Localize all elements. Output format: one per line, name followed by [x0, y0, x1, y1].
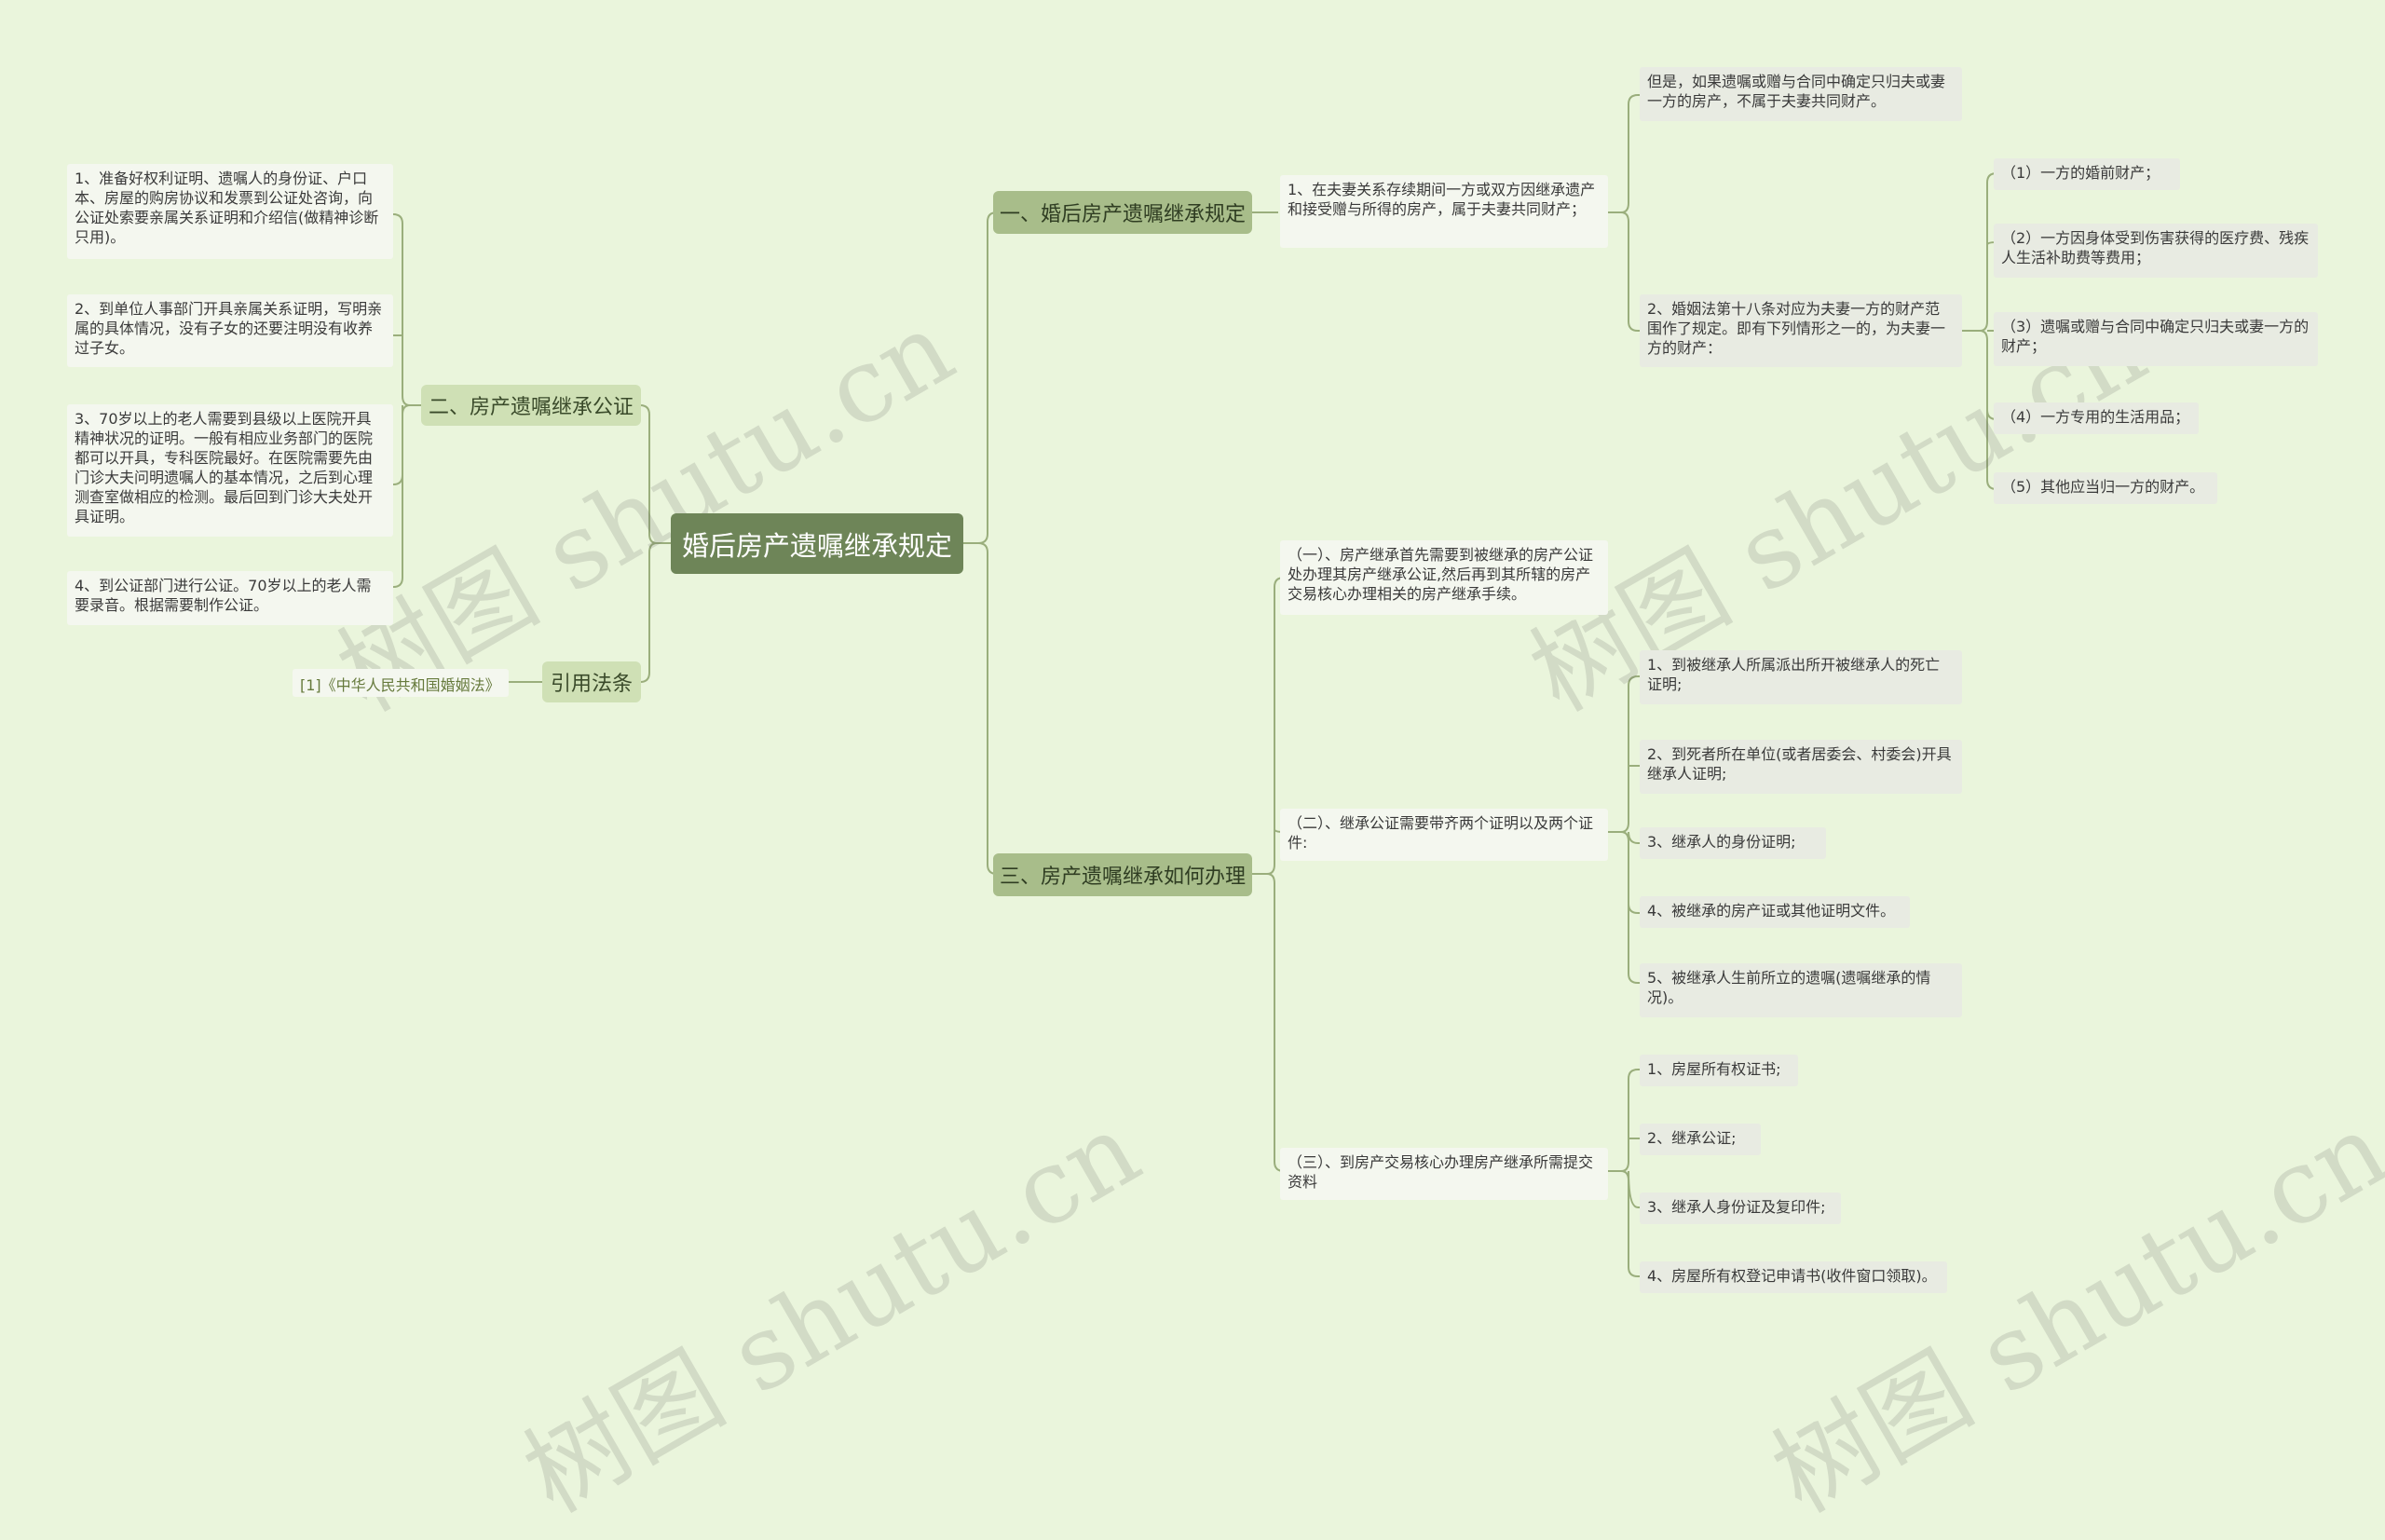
branch3-step-2-list-3[interactable]: 3、继承人的身份证明; — [1640, 827, 1826, 859]
branch1-item-2-list-2[interactable]: （2）一方因身体受到伤害获得的医疗费、残疾人生活补助费等费用； — [1994, 224, 2318, 278]
branch3-step-2-list-4[interactable]: 4、被继承的房产证或其他证明文件。 — [1640, 896, 1910, 928]
branch3-step-1[interactable]: （一）、房产继承首先需要到被继承的房产公证处办理其房产继承公证,然后再到其所辖的… — [1280, 540, 1608, 615]
branch3-step-2-list-2[interactable]: 2、到死者所在单位(或者居委会、村委会)开具继承人证明; — [1640, 740, 1962, 794]
branch-marital-property-inheritance[interactable]: 一、婚后房产遗嘱继承规定 — [993, 191, 1252, 234]
branch1-item-2-list-4[interactable]: （4）一方专用的生活用品； — [1994, 402, 2199, 434]
branch2-item-2[interactable]: 2、到单位人事部门开具亲属关系证明，写明亲属的具体情况，没有子女的还要注明没有收… — [67, 294, 393, 367]
branch3-step-3[interactable]: （三）、到房产交易核心办理房产继承所需提交资料 — [1280, 1148, 1608, 1200]
branch3-step-2-list-1[interactable]: 1、到被继承人所属派出所开被继承人的死亡证明; — [1640, 650, 1962, 704]
branch1-item-2[interactable]: 2、婚姻法第十八条对应为夫妻一方的财产范围作了规定。即有下列情形之一的，为夫妻一… — [1640, 294, 1962, 367]
branch2-item-1[interactable]: 1、准备好权利证明、遗嘱人的身份证、户口本、房屋的购房协议和发票到公证处咨询，向… — [67, 164, 393, 259]
branch3-step-3-list-4[interactable]: 4、房屋所有权登记申请书(收件窗口领取)。 — [1640, 1261, 1947, 1293]
branch3-step-3-list-3[interactable]: 3、继承人身份证及复印件; — [1640, 1192, 1841, 1224]
branch1-item-2-list-5[interactable]: （5）其他应当归一方的财产。 — [1994, 472, 2217, 504]
citation-law-link[interactable]: [1]《中华人民共和国婚姻法》 — [293, 669, 509, 697]
branch-how-to-handle[interactable]: 三、房产遗嘱继承如何办理 — [993, 853, 1252, 896]
branch2-item-3[interactable]: 3、70岁以上的老人需要到县级以上医院开具精神状况的证明。一般有相应业务部门的医… — [67, 404, 393, 537]
branch3-step-2-list-5[interactable]: 5、被继承人生前所立的遗嘱(遗嘱继承的情况)。 — [1640, 963, 1962, 1017]
branch3-step-3-list-1[interactable]: 1、房屋所有权证书; — [1640, 1055, 1798, 1086]
watermark: 树图 shutu.cn — [1753, 1089, 2385, 1535]
branch3-step-3-list-2[interactable]: 2、继承公证; — [1640, 1124, 1761, 1155]
branch-will-notarization[interactable]: 二、房产遗嘱继承公证 — [421, 385, 641, 426]
branch1-item-2-list-1[interactable]: （1）一方的婚前财产； — [1994, 158, 2180, 190]
branch2-item-4[interactable]: 4、到公证部门进行公证。70岁以上的老人需要录音。根据需要制作公证。 — [67, 571, 393, 625]
watermark: 树图 shutu.cn — [505, 1089, 1159, 1535]
branch1-item-1[interactable]: 1、在夫妻关系存续期间一方或双方因继承遗产和接受赠与所得的房产，属于夫妻共同财产… — [1280, 175, 1608, 248]
root-topic[interactable]: 婚后房产遗嘱继承规定 — [671, 513, 963, 574]
branch1-item-1-note[interactable]: 但是，如果遗嘱或赠与合同中确定只归夫或妻一方的房产，不属于夫妻共同财产。 — [1640, 67, 1962, 121]
branch1-item-2-list-3[interactable]: （3）遗嘱或赠与合同中确定只归夫或妻一方的财产； — [1994, 312, 2318, 366]
branch-citation[interactable]: 引用法条 — [542, 661, 641, 702]
branch3-step-2[interactable]: （二）、继承公证需要带齐两个证明以及两个证件: — [1280, 809, 1608, 861]
